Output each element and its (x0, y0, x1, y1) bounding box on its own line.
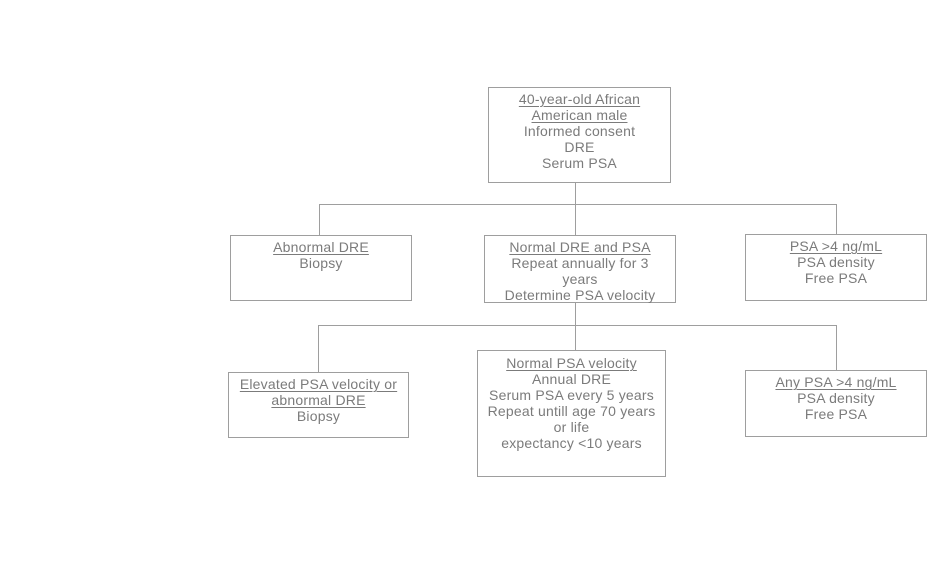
node-text-line: PSA density (797, 390, 875, 406)
node-text-line: Any PSA >4 ng/mL (775, 374, 897, 390)
node-root: 40-year-old African American male Inform… (488, 87, 671, 183)
node-text-line: Normal PSA velocity (506, 355, 637, 371)
node-text-line: Annual DRE (531, 371, 612, 387)
node-text-line: PSA density (797, 254, 875, 270)
node-abnormal-dre: Abnormal DRE Biopsy (230, 235, 412, 301)
node-text-line: Free PSA (804, 270, 868, 286)
node-text-line: expectancy <10 years (501, 435, 642, 451)
connector-drop-elevated-velocity (318, 325, 319, 372)
node-text-line: PSA >4 ng/mL (789, 238, 883, 254)
connector-root-vertical (575, 183, 576, 235)
node-text-line: Free PSA (804, 406, 868, 422)
node-text-line: Informed consent (523, 123, 636, 139)
node-normal-dre-and-psa: Normal DRE and PSA Repeat annually for 3… (484, 235, 676, 303)
connector-normal-dre-psa-vertical (575, 303, 576, 350)
node-psa-gt4: PSA >4 ng/mL PSA density Free PSA (745, 234, 927, 301)
connector-row3-horizontal (318, 325, 837, 326)
connector-drop-any-psa-gt4 (836, 325, 837, 370)
node-text-line: Abnormal DRE (273, 239, 369, 255)
node-text-line: Determine PSA velocity (504, 287, 656, 303)
node-text-line: 40-year-old African (518, 91, 641, 107)
node-text-line: Repeat untill age 70 years (487, 403, 656, 419)
node-text-line: DRE (564, 139, 595, 155)
node-text-line: Biopsy (296, 408, 341, 424)
node-text-line: Repeat annually for 3 (511, 255, 649, 271)
connector-row2-horizontal (319, 204, 837, 205)
node-text-line: Elevated PSA velocity or (239, 376, 398, 392)
node-text-line: Biopsy (299, 255, 343, 271)
node-text-line: years (562, 271, 598, 287)
node-text-line: Serum PSA (542, 155, 617, 171)
node-text-line: abnormal DRE (271, 392, 366, 408)
node-text-line: Serum PSA every 5 years (489, 387, 654, 403)
connector-drop-abnormal-dre (319, 204, 320, 235)
node-normal-psa-velocity: Normal PSA velocity Annual DRE Serum PSA… (477, 350, 666, 477)
node-any-psa-gt4: Any PSA >4 ng/mL PSA density Free PSA (745, 370, 927, 437)
node-elevated-psa-velocity: Elevated PSA velocity or abnormal DRE Bi… (228, 372, 409, 438)
node-text-line: Normal DRE and PSA (509, 239, 651, 255)
connector-drop-psa-gt4 (836, 204, 837, 235)
node-text-line: American male (531, 107, 628, 123)
node-text-line: or life (553, 419, 590, 435)
